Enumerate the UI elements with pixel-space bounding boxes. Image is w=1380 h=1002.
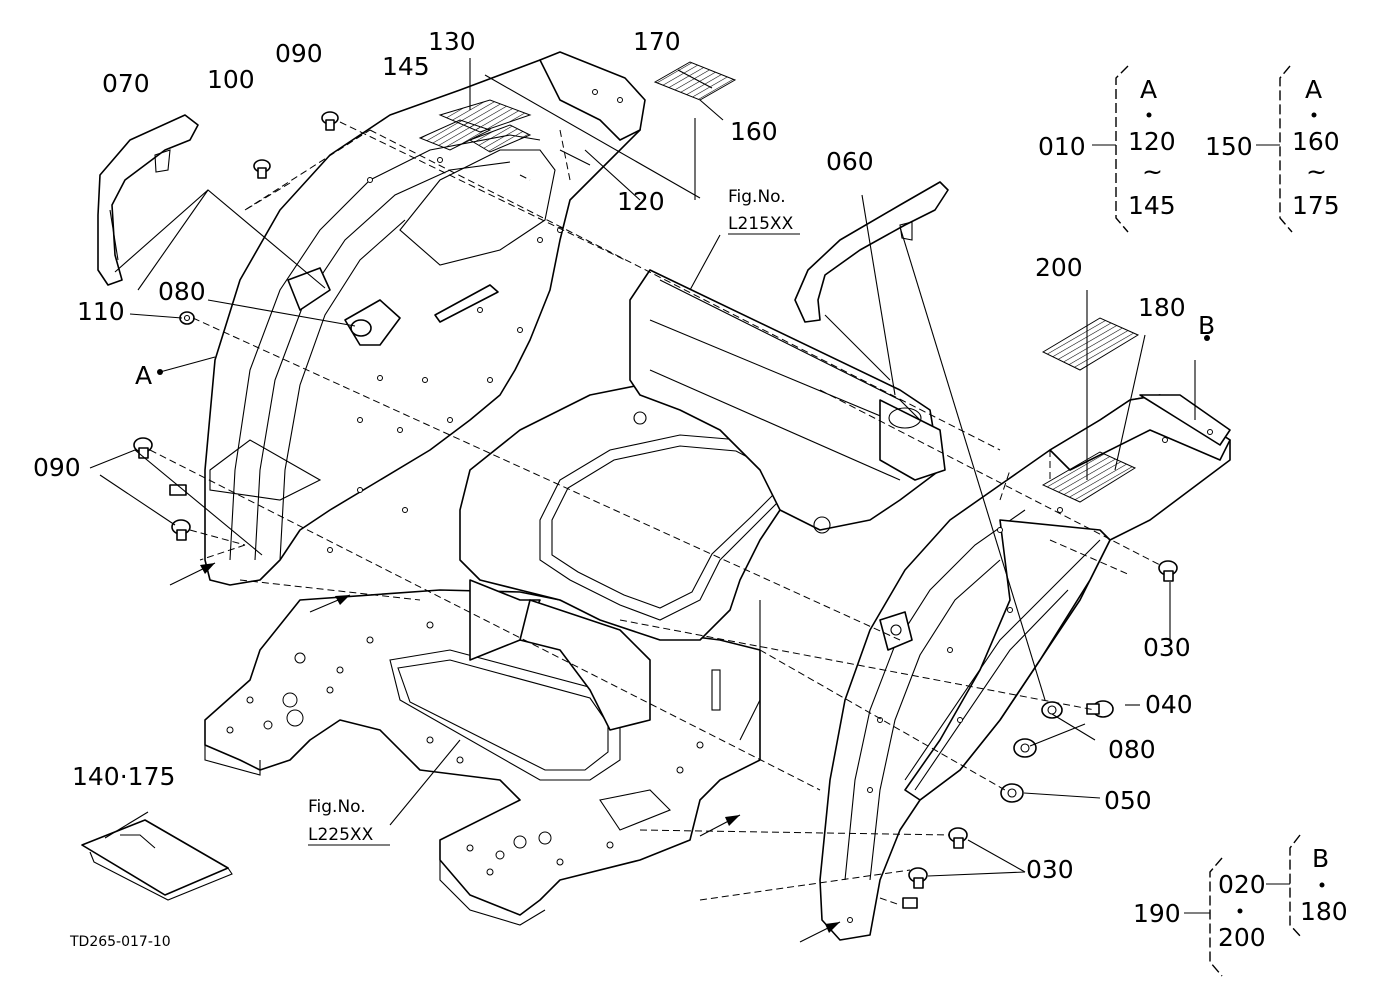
set-150: 150 A 160 ~ 175 [1205,75,1340,220]
set-190-code: 190 [1133,899,1181,928]
drawing-code: TD265-017-10 [69,934,171,950]
callout-170: 170 [633,27,681,56]
set-010: 010 A 120 ~ 145 [1038,75,1176,220]
callout-030-right: 030 [1143,633,1191,662]
callout-110: 110 [77,297,125,326]
grip-060 [794,181,949,323]
fig-ref-lower-label: Fig.No. [308,797,366,817]
callout-180: 180 [1138,293,1186,322]
set-190-item-a: 020 [1218,870,1266,899]
decal-200 [1041,317,1140,371]
ref-b: B [1198,311,1215,340]
left-fender-holes [327,89,623,553]
leader-lines [89,58,1210,877]
set-190: 190 020 200 B 180 [1133,844,1348,952]
callout-090-left: 090 [33,453,81,482]
right-fender [819,394,1231,941]
left-fender [204,51,646,586]
fig-ref-lower-number: L225XX [308,825,374,845]
set-150-code: 150 [1205,132,1253,161]
decal-145-130 [418,99,532,153]
sheet-140-175 [81,819,233,901]
seat-frame [459,269,946,741]
right-fender-holes [847,429,1213,923]
floor-holes [226,621,704,876]
set-010-to: 145 [1128,191,1176,220]
set-150-to: 175 [1292,191,1340,220]
direction-arrows [169,562,841,943]
alignment-lines [149,121,1161,906]
set-190-item-c: 180 [1300,897,1348,926]
figure-references: Fig.No. L215XX Fig.No. L225XX [308,187,800,846]
callout-050: 050 [1104,786,1152,815]
callout-145: 145 [382,52,430,81]
fasteners [133,111,1178,909]
callout-070: 070 [102,69,150,98]
callout-160: 160 [730,117,778,146]
callout-100: 100 [207,65,255,94]
set-190-item-b: 200 [1218,923,1266,952]
callout-040: 040 [1145,690,1193,719]
set-190-ref: B [1312,844,1329,873]
ref-a-left: A [135,361,152,390]
fig-ref-upper-label: Fig.No. [728,187,786,207]
set-150-from: 160 [1292,127,1340,156]
callout-090-top: 090 [275,39,323,68]
set-150-ref: A [1305,75,1322,104]
callout-080-left: 080 [158,277,206,306]
fig-ref-upper-number: L215XX [728,214,794,234]
set-010-from: 120 [1128,127,1176,156]
decal-180 [1041,451,1137,503]
callout-140-175: 140·175 [72,762,175,791]
set-150-tilde: ~ [1306,157,1327,186]
decal-170-160 [653,61,737,101]
callout-labels: 070 100 090 145 130 170 160 120 060 080 … [33,27,1215,884]
set-brackets [1092,65,1303,977]
callout-080-right: 080 [1108,735,1156,764]
callout-120: 120 [617,187,665,216]
callout-200: 200 [1035,253,1083,282]
set-010-tilde: ~ [1142,157,1163,186]
grip-070 [97,114,199,286]
set-010-code: 010 [1038,132,1086,161]
set-010-ref: A [1140,75,1157,104]
callout-030-bottom: 030 [1026,855,1074,884]
callout-060: 060 [826,147,874,176]
callout-130: 130 [428,27,476,56]
